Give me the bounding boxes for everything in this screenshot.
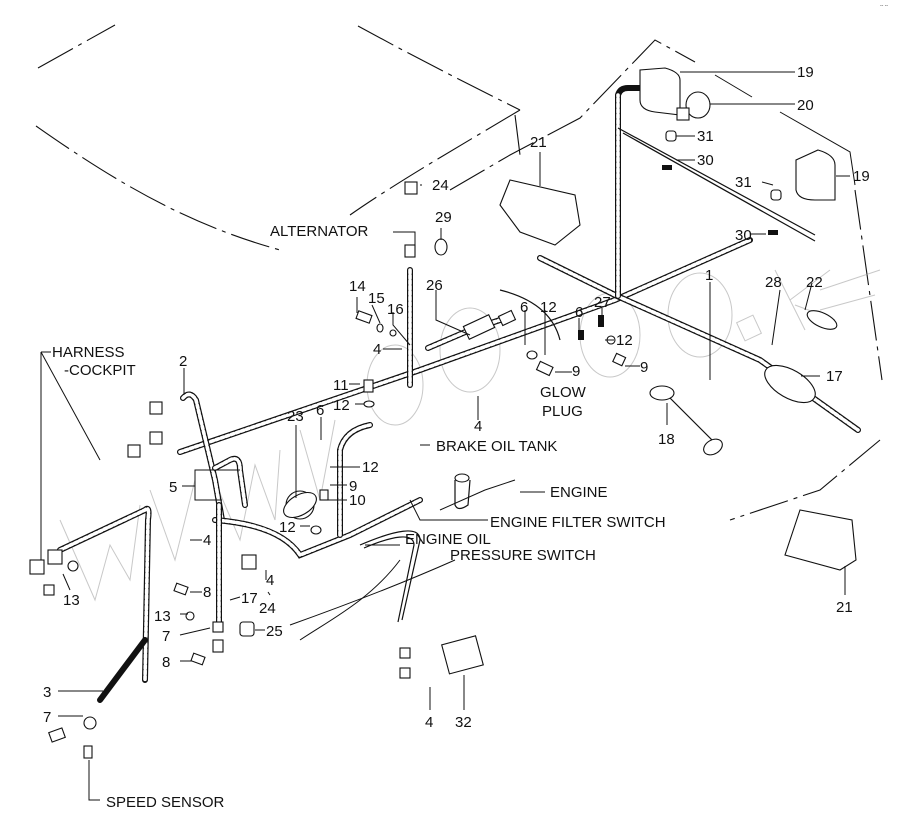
callout-19b: 19 <box>853 168 870 185</box>
callout-6b: 6 <box>520 299 528 316</box>
tail-lamp-21a <box>499 179 581 246</box>
callout-7b: 7 <box>43 709 51 726</box>
callout-12b: 12 <box>362 459 379 476</box>
callout-12a: 12 <box>333 397 350 414</box>
corner-mark: -- -- <box>880 3 888 9</box>
callout-11: 11 <box>333 377 349 394</box>
callout-2: 2 <box>179 353 187 370</box>
callout-13a: 13 <box>63 592 80 609</box>
label-engine: ENGINE <box>550 484 608 501</box>
callout-12c: 12 <box>279 519 296 536</box>
callout-8a: 8 <box>203 584 211 601</box>
work-lamp-19b <box>795 149 836 201</box>
callout-4e: 4 <box>425 714 433 731</box>
work-lamp-19a <box>639 67 681 116</box>
callout-21b: 21 <box>836 599 853 616</box>
callout-3: 3 <box>43 684 51 701</box>
callout-6a: 6 <box>316 402 324 419</box>
callout-22: 22 <box>806 274 823 291</box>
label-harness-cockpit: HARNESS <box>52 344 125 361</box>
callout-20: 20 <box>797 97 814 114</box>
callout-26: 26 <box>426 277 443 294</box>
clamp-20 <box>685 91 711 119</box>
callout-14: 14 <box>349 278 366 295</box>
callout-30b: 30 <box>735 227 752 244</box>
callout-1: 1 <box>705 267 713 284</box>
text-labels: ALTERNATOR HARNESS -COCKPIT GLOW PLUG BR… <box>52 223 666 811</box>
label-brake-oil-tank: BRAKE OIL TANK <box>436 438 557 455</box>
callout-18: 18 <box>658 431 675 448</box>
tail-lamp-21b <box>784 509 857 571</box>
callout-9b: 9 <box>572 363 580 380</box>
callout-27: 27 <box>594 294 611 311</box>
label-alternator: ALTERNATOR <box>270 223 369 240</box>
callout-8b: 8 <box>162 654 170 671</box>
callout-19a: 19 <box>797 64 814 81</box>
label-glow-plug-2: PLUG <box>542 403 583 420</box>
callout-4b: 4 <box>474 418 482 435</box>
phantom-outline <box>35 24 883 641</box>
label-engine-filter-switch: ENGINE FILTER SWITCH <box>490 514 666 531</box>
callout-9c: 9 <box>640 359 648 376</box>
leader-lines <box>40 71 850 801</box>
label-engine-oil: ENGINE OIL <box>405 531 491 548</box>
callout-31a: 31 <box>697 128 714 145</box>
callout-10: 10 <box>349 492 366 509</box>
callouts: 19 20 31 30 19 31 30 21 24 29 26 14 15 1… <box>43 64 870 731</box>
callout-21a: 21 <box>530 134 547 151</box>
callout-9a: 9 <box>349 478 357 495</box>
callout-5: 5 <box>169 479 177 496</box>
callout-4c: 4 <box>203 532 211 549</box>
label-glow-plug: GLOW <box>540 384 587 401</box>
callout-6c: 6 <box>575 304 583 321</box>
callout-17b: 17 <box>241 590 258 607</box>
callout-25: 25 <box>266 623 283 640</box>
callout-31b: 31 <box>735 174 752 191</box>
callout-28: 28 <box>765 274 782 291</box>
label-speed-sensor: SPEED SENSOR <box>106 794 225 811</box>
callout-4a: 4 <box>373 341 381 358</box>
label-harness-cockpit-2: -COCKPIT <box>64 362 136 379</box>
callout-30a: 30 <box>697 152 714 169</box>
callout-12d: 12 <box>540 299 557 316</box>
callout-23: 23 <box>287 408 304 425</box>
callout-15: 15 <box>368 290 385 307</box>
callout-7a: 7 <box>162 628 170 645</box>
parts <box>29 67 857 759</box>
callout-4d: 4 <box>266 572 274 589</box>
callout-24b: 24 <box>259 600 276 617</box>
callout-29: 29 <box>435 209 452 226</box>
callout-12e: 12 <box>616 332 633 349</box>
callout-16: 16 <box>387 301 404 318</box>
label-pressure-switch: PRESSURE SWITCH <box>450 547 596 564</box>
callout-24a: 24 <box>432 177 449 194</box>
callout-17a: 17 <box>826 368 843 385</box>
callout-13b: 13 <box>154 608 171 625</box>
callout-32: 32 <box>455 714 472 731</box>
